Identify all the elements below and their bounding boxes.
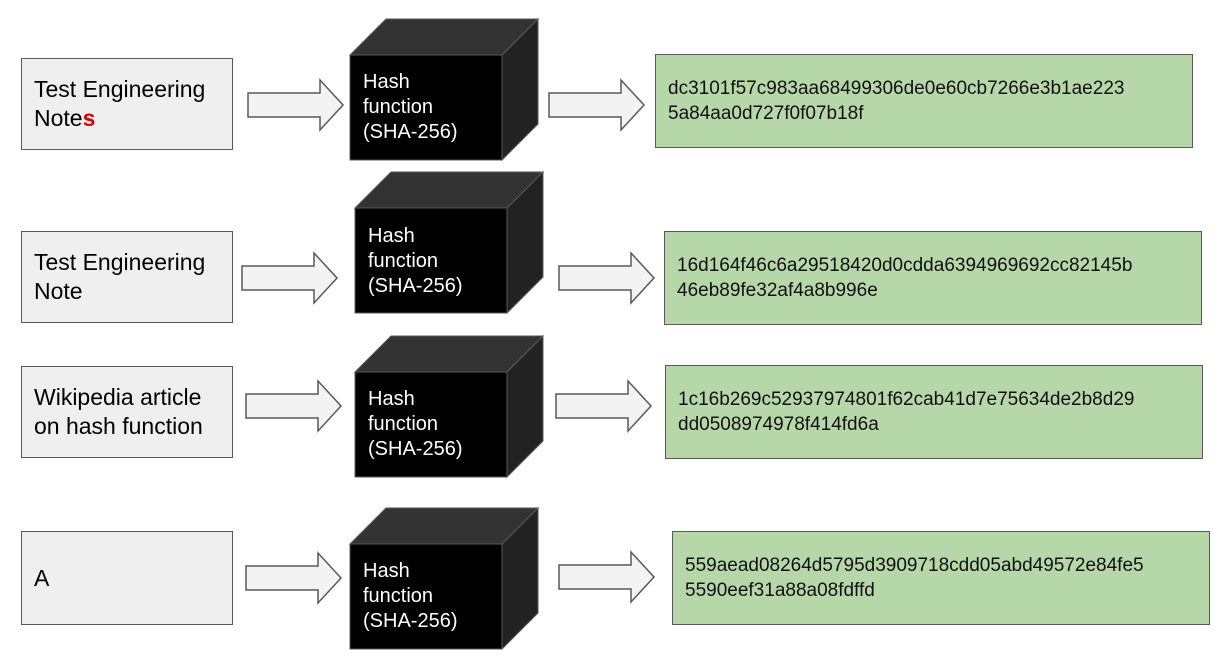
hash-function-label: Hash function (SHA-256) (368, 224, 462, 299)
input-box-3: Wikipedia article on hash function (21, 366, 233, 458)
input-box-4: A (21, 531, 233, 625)
hash-function-label: Hash function (SHA-256) (363, 559, 457, 634)
hash-function-cube (354, 335, 545, 479)
function-line: (SHA-256) (363, 121, 458, 143)
function-line: Hash (368, 225, 415, 247)
hash-line: 559aead08264d5795d3909718cdd05abd49572e8… (685, 555, 1144, 576)
hash-line: 1c16b269c52937974801f62cab41d7e75634de2b… (678, 389, 1135, 410)
hash-function-cube (349, 18, 540, 162)
input-box-2: Test Engineering Note (21, 231, 233, 323)
hash-function-label: Hash function (SHA-256) (363, 70, 457, 145)
function-line: Hash (363, 71, 410, 93)
function-line: (SHA-256) (368, 275, 463, 297)
input-line: A (34, 564, 50, 591)
hash-function-label: Hash function (SHA-256) (368, 387, 462, 462)
function-line: (SHA-256) (368, 438, 463, 460)
hash-output-1: dc3101f57c983aa68499306de0e60cb7266e3b1a… (655, 54, 1193, 148)
right-arrow-icon (555, 379, 653, 433)
input-line: Wikipedia article (34, 384, 202, 410)
input-line: Test Engineering (34, 76, 206, 102)
hash-line: dd0508974978f414fd6a (678, 414, 879, 435)
input-line: Note (34, 278, 83, 304)
hash-output-3: 1c16b269c52937974801f62cab41d7e75634de2b… (665, 365, 1203, 459)
function-line: (SHA-256) (363, 610, 458, 632)
function-line: function (363, 585, 434, 607)
hash-line: 5590eef31a88a08fdffd (685, 580, 875, 601)
input-line: Note (34, 105, 83, 131)
function-line: function (368, 413, 439, 435)
function-line: function (363, 96, 434, 118)
hash-line: 46eb89fe32af4a8b996e (677, 280, 878, 301)
hash-line: 16d164f46c6a29518420d0cdda6394969692cc82… (677, 255, 1133, 276)
right-arrow-icon (558, 251, 656, 305)
function-line: Hash (363, 560, 410, 582)
hash-line: dc3101f57c983aa68499306de0e60cb7266e3b1a… (668, 78, 1125, 99)
right-arrow-icon (245, 379, 343, 433)
hash-output-4: 559aead08264d5795d3909718cdd05abd49572e8… (672, 531, 1210, 625)
function-line: Hash (368, 388, 415, 410)
right-arrow-icon (245, 551, 343, 605)
input-box-1: Test Engineering Notes (21, 58, 233, 150)
input-line: on hash function (34, 413, 203, 439)
right-arrow-icon (241, 251, 339, 305)
hash-output-2: 16d164f46c6a29518420d0cdda6394969692cc82… (664, 231, 1202, 325)
input-line: Test Engineering (34, 249, 206, 275)
hash-function-cube (349, 507, 540, 651)
right-arrow-icon (558, 550, 656, 604)
hash-function-cube (354, 171, 545, 315)
right-arrow-icon (548, 78, 646, 132)
changed-character: s (82, 105, 96, 131)
hash-line: 5a84aa0d727f0f07b18f (668, 103, 864, 124)
right-arrow-icon (247, 78, 345, 132)
function-line: function (368, 250, 439, 272)
